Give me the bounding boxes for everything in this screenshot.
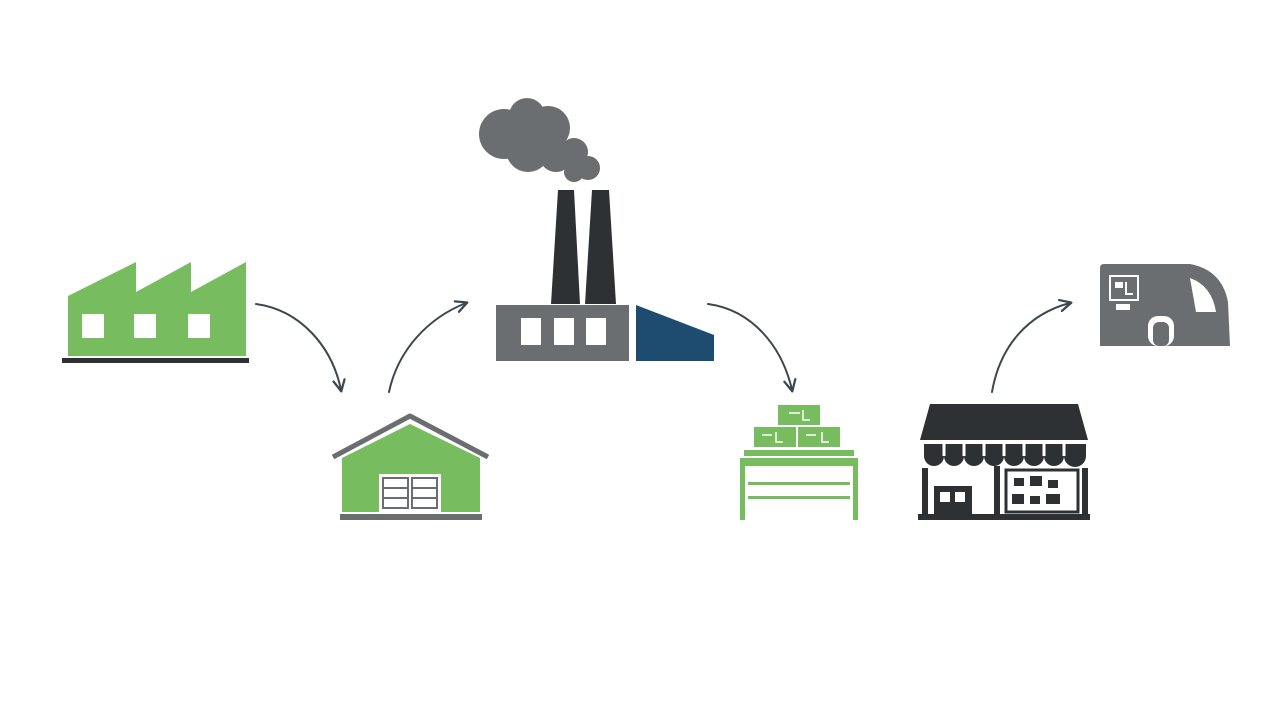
delivery-van-icon xyxy=(1100,264,1230,346)
smokestack-right xyxy=(585,190,616,304)
arrow-factory-to-warehouse xyxy=(255,303,346,393)
store-window xyxy=(1004,468,1080,514)
warehouse-door xyxy=(379,474,441,512)
arrow-store-to-van xyxy=(991,298,1073,393)
depot-counter-top xyxy=(744,450,854,456)
flow-arrows xyxy=(255,298,1073,393)
arrow-warehouse-to-plant xyxy=(388,300,469,393)
green-factory-icon xyxy=(62,262,249,363)
storefront-icon xyxy=(918,404,1090,520)
van-windshield xyxy=(1190,278,1216,312)
ground-line xyxy=(62,358,249,363)
packed-boxes-depot-icon xyxy=(740,405,858,520)
van-label xyxy=(1109,275,1139,301)
warehouse-roof xyxy=(331,413,490,460)
plant-annex xyxy=(636,305,714,361)
arrow-plant-to-depot xyxy=(707,303,797,393)
factory-body xyxy=(68,262,246,356)
smokestack-left xyxy=(551,190,580,304)
store-roof xyxy=(920,404,1088,440)
warehouse-icon xyxy=(331,413,490,520)
smokestack-factory-icon xyxy=(479,98,714,361)
smoke-cloud xyxy=(479,98,600,182)
store-door xyxy=(994,466,1000,516)
